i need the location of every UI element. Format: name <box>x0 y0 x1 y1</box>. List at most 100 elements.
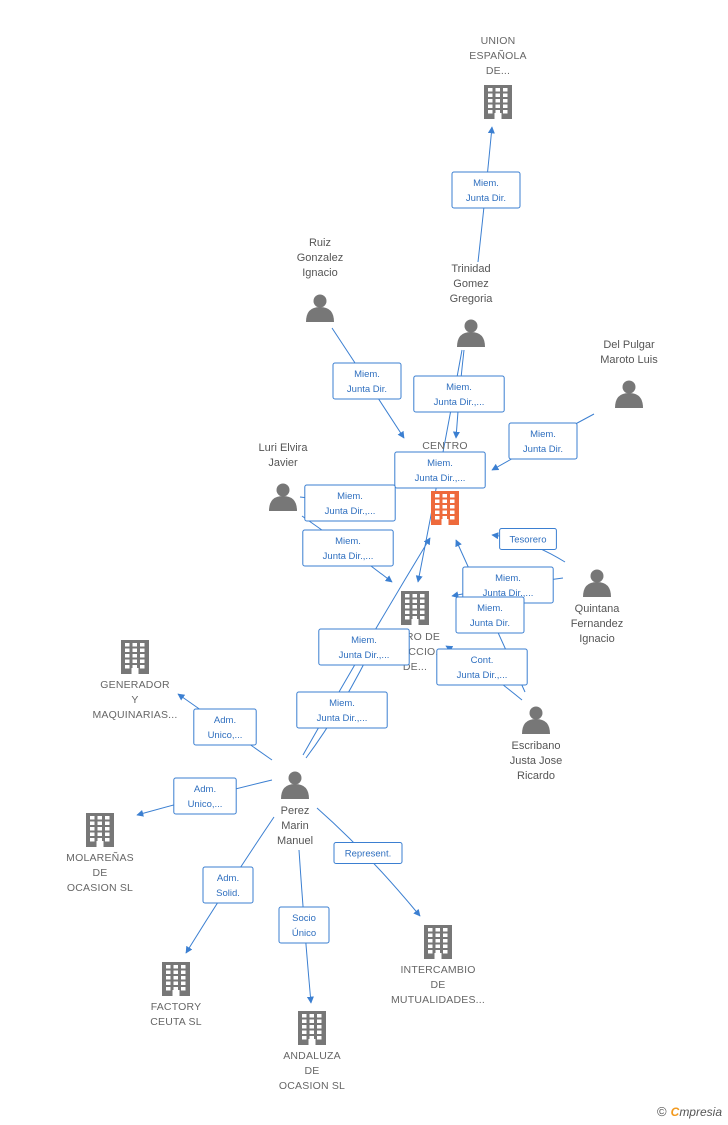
node-label: Justa Jose <box>510 755 563 767</box>
edge-label-text: Junta Dir.,... <box>317 713 368 724</box>
node-generador[interactable]: GENERADORYMAQUINARIAS... <box>92 640 177 721</box>
edge-label-text: Junta Dir. <box>470 618 510 629</box>
edge-label-text: Represent. <box>345 849 391 860</box>
edge-label[interactable]: Miem.Junta Dir.,... <box>318 628 410 666</box>
person-icon <box>583 569 611 597</box>
person-icon <box>522 706 550 734</box>
edge-label-box <box>278 906 330 944</box>
footer-brand: © Cmpresia <box>657 1104 722 1119</box>
edge-label[interactable]: Adm.Unico,... <box>193 708 257 746</box>
edge-label-text: Solid. <box>216 888 240 899</box>
copyright-symbol: © <box>657 1104 667 1119</box>
edge-label-text: Miem. <box>427 458 453 469</box>
node-intercambio[interactable]: INTERCAMBIO DE MUTUALIDADES... <box>391 925 485 1006</box>
edge-label-text: Junta Dir.,... <box>339 650 390 661</box>
node-factory[interactable]: FACTORY CEUTA SL <box>150 962 202 1028</box>
node-label: MUTUALIDADES... <box>391 994 485 1006</box>
edge-label-text: Junta Dir.,... <box>325 506 376 517</box>
edge-label-box <box>451 171 521 209</box>
node-label: Gregoria <box>450 293 494 305</box>
edge-label-text: Junta Dir.,... <box>434 397 485 408</box>
edge-label[interactable]: Adm.Unico,... <box>173 777 237 815</box>
edge-label-box <box>394 451 486 489</box>
edge-label-text: Miem. <box>354 369 380 380</box>
node-union[interactable]: UNION ESPAÑOLA DE... <box>469 35 527 119</box>
edge-label-text: Miem. <box>329 698 355 709</box>
edge-label-box <box>302 529 394 567</box>
edge-label[interactable]: Miem. Junta Dir.,... <box>413 375 505 413</box>
node-label: Escribano <box>512 740 561 752</box>
edge-label-text: Cont. <box>471 655 494 666</box>
node-label: INTERCAMBIO <box>400 964 475 976</box>
building-icon <box>298 1011 326 1045</box>
building-icon <box>484 85 512 119</box>
edge-label[interactable]: Represent. <box>333 842 403 864</box>
edge-label-text: Junta Dir. <box>347 384 387 395</box>
edge-label-box <box>508 422 578 460</box>
node-label: OCASION SL <box>67 882 133 894</box>
node-label: CEUTA SL <box>150 1016 202 1028</box>
edge-label-text: Junta Dir.,... <box>483 588 534 599</box>
node-label: DE <box>431 979 446 991</box>
edge-label-box <box>455 596 525 634</box>
edge-label[interactable]: Miem.Junta Dir.,... <box>394 451 486 489</box>
edge-label[interactable]: Miem. Junta Dir.,... <box>304 484 396 522</box>
edge-label-text: Miem. <box>446 382 472 393</box>
node-label: DE... <box>486 65 510 77</box>
node-label: Ignacio <box>579 633 614 645</box>
edge-labels-layer: Miem. Junta Dir. Miem. Junta Dir. Miem. Junta… <box>173 171 578 944</box>
edge-label-text: Único <box>292 928 316 939</box>
node-label: FACTORY <box>151 1001 202 1013</box>
edge-label[interactable]: Miem.Junta Dir.,... <box>302 529 394 567</box>
node-label: MOLAREÑAS <box>66 851 134 864</box>
edge-label[interactable]: Miem. Junta Dir.,... <box>296 691 388 729</box>
person-icon <box>269 483 297 511</box>
edge-label-text: Junta Dir. <box>466 193 506 204</box>
node-label: Manuel <box>277 835 313 847</box>
edge-label-text: Junta Dir.,... <box>457 670 508 681</box>
node-label: DE <box>305 1065 320 1077</box>
edge-label-box <box>202 866 254 904</box>
edge-label-text: Adm. <box>194 784 216 795</box>
person-icon <box>306 294 334 322</box>
edge-label[interactable]: Miem. Junta Dir. <box>451 171 521 209</box>
edge-label-box <box>436 648 528 686</box>
node-label: Perez <box>281 805 310 817</box>
node-label: UNION <box>481 35 516 47</box>
edge-label-box <box>318 628 410 666</box>
edge-label[interactable]: Miem. Junta Dir. <box>332 362 402 400</box>
edge-label-text: Miem. <box>473 178 499 189</box>
node-label: ESPAÑOLA <box>469 49 526 62</box>
edge-label[interactable]: Tesorero <box>499 528 557 550</box>
edge-label-text: Miem. <box>337 491 363 502</box>
edge-label[interactable]: Miem.Junta Dir. <box>508 422 578 460</box>
edge-label-text: Miem. <box>477 603 503 614</box>
edge-label-text: Socio <box>292 913 316 924</box>
person-icon <box>457 319 485 347</box>
node-label: Maroto Luis <box>600 354 658 366</box>
edge-label[interactable]: Adm. Solid. <box>202 866 254 904</box>
edge-label[interactable]: Miem. Junta Dir. <box>455 596 525 634</box>
node-label: Ignacio <box>302 267 337 279</box>
edge-label-text: Adm. <box>217 873 239 884</box>
edge-label-box <box>413 375 505 413</box>
edge-label-text: Miem. <box>530 429 556 440</box>
person-icon <box>281 771 309 799</box>
node-label: Javier <box>268 457 298 469</box>
edge-label[interactable]: Cont. Junta Dir.,... <box>436 648 528 686</box>
node-label: Fernandez <box>571 618 624 630</box>
building-icon <box>424 925 452 959</box>
edge-label-text: Adm. <box>214 715 236 726</box>
node-label: Trinidad <box>451 263 490 275</box>
